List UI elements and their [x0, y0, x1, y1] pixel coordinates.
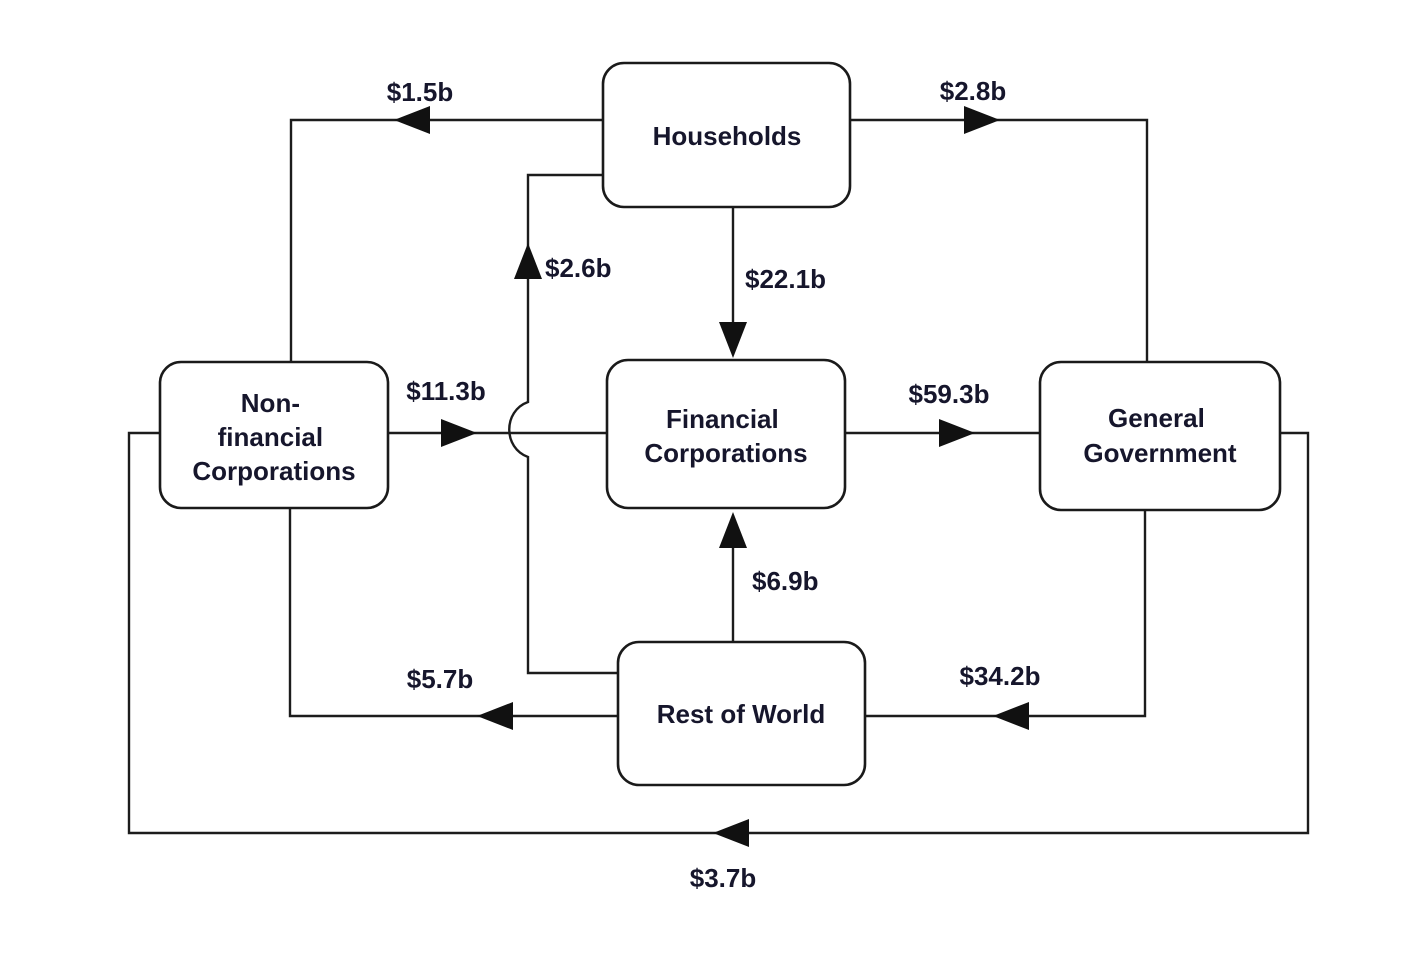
node-non-financial-corporations-label-line1: Non- [241, 388, 300, 418]
flow-label-households-to-non-financial-corporations: $1.5b [387, 77, 454, 107]
flow-label-households-to-financial-corporations: $22.1b [745, 264, 826, 294]
flow-arrowhead-left [394, 106, 430, 134]
node-rest-of-world-label: Rest of World [657, 699, 826, 729]
flow-arrowhead-left [993, 702, 1029, 730]
flow-line-general-government-to-rest-of-world [866, 510, 1147, 718]
node-financial-corporations-box [605, 358, 847, 510]
node-non-financial-corporations-label-line3: Corporations [192, 456, 355, 486]
flow-rest-of-world-to-non-financial-corporations: $5.7b [288, 508, 618, 730]
node-rest-of-world-box [616, 640, 867, 787]
flow-households-to-general-government: $2.8b [850, 76, 1149, 362]
flow-general-government-to-non-financial-corporations: $3.7b [127, 431, 1310, 893]
flow-arrowhead-up [514, 243, 542, 279]
node-general-government-label-line1: General [1108, 403, 1205, 433]
node-general-government-label-line2: Government [1083, 438, 1236, 468]
node-rest-of-world-label-line1: Rest of World [657, 699, 826, 729]
flow-rest-of-world-to-financial-corporations: $6.9b [719, 512, 819, 642]
node-non-financial-corporations: Non- financial Corporations [158, 360, 390, 510]
node-households: Households [601, 61, 852, 209]
flow-label-general-government-to-rest-of-world: $34.2b [960, 661, 1041, 691]
node-non-financial-corporations-label: Non- financial Corporations [192, 388, 355, 486]
flow-households-to-financial-corporations: $22.1b [719, 207, 826, 358]
node-households-label: Households [653, 121, 802, 151]
flow-line-households-to-general-government [850, 118, 1149, 362]
flow-arrowhead-left [713, 819, 749, 847]
node-financial-corporations-label-line1: Financial [666, 404, 779, 434]
flow-arrowhead-right [964, 106, 1000, 134]
flow-financial-corporations-to-general-government: $59.3b [845, 379, 1040, 447]
flow-label-non-financial-corporations-to-financial-corporations: $11.3b [406, 376, 486, 406]
flow-arrowhead-right [441, 419, 477, 447]
node-financial-corporations-label-line2: Corporations [644, 438, 807, 468]
node-financial-corporations: Financial Corporations [605, 358, 847, 510]
flow-line-rest-of-world-to-households [508, 173, 618, 675]
node-general-government-label: General Government [1083, 403, 1236, 468]
node-general-government-box [1038, 360, 1282, 512]
flow-arrowhead-right [939, 419, 975, 447]
flow-label-households-to-general-government: $2.8b [940, 76, 1007, 106]
flow-general-government-to-rest-of-world: $34.2b [866, 510, 1147, 730]
flow-arrowhead-up [719, 512, 747, 548]
node-households-label-line1: Households [653, 121, 802, 151]
flow-label-general-government-to-non-financial-corporations: $3.7b [690, 863, 757, 893]
flow-arrowhead-down [719, 322, 747, 358]
flow-label-rest-of-world-to-financial-corporations: $6.9b [752, 566, 819, 596]
node-general-government: General Government [1038, 360, 1282, 512]
flow-households-to-non-financial-corporations: $1.5b [289, 77, 603, 362]
flow-label-rest-of-world-to-households: $2.6b [545, 253, 612, 283]
flow-non-financial-corporations-to-financial-corporations: $11.3b [388, 376, 607, 447]
flow-arrowhead-left [477, 702, 513, 730]
node-non-financial-corporations-box [158, 360, 390, 510]
flow-label-rest-of-world-to-non-financial-corporations: $5.7b [407, 664, 474, 694]
node-rest-of-world: Rest of World [616, 640, 867, 787]
node-households-box [601, 61, 852, 209]
flow-rest-of-world-to-households: $2.6b [508, 173, 618, 675]
node-non-financial-corporations-label-line2: financial [218, 422, 323, 452]
flow-label-financial-corporations-to-general-government: $59.3b [909, 379, 990, 409]
node-financial-corporations-label: Financial Corporations [644, 404, 807, 468]
flow-line-households-to-non-financial-corporations [289, 118, 603, 362]
